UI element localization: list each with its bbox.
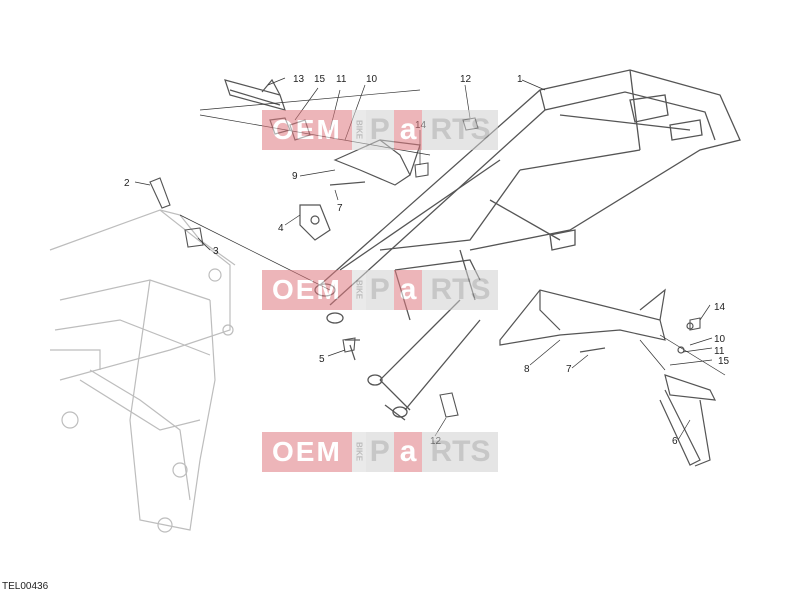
watermark-a: a [393, 270, 423, 310]
callout-11-left: 11 [336, 74, 347, 85]
callout-7-left: 7 [337, 203, 343, 214]
main-frame-faint [49, 209, 236, 533]
watermark-top: OEM BIKE P a RTS [262, 110, 499, 150]
watermark-bike: BIKE [351, 432, 366, 472]
watermark-p: P [365, 110, 394, 150]
callout-15-right: 15 [718, 356, 730, 367]
callout-3: 3 [213, 246, 219, 257]
watermark-p: P [365, 432, 394, 472]
watermark-oem: OEM [262, 110, 352, 150]
watermark-p: P [365, 270, 394, 310]
callout-13: 13 [293, 74, 305, 85]
callout-15-left: 15 [314, 74, 326, 85]
watermark-middle: OEM BIKE P a RTS [262, 270, 499, 310]
callout-5: 5 [319, 354, 325, 365]
watermark-bike: BIKE [351, 270, 366, 310]
callout-4: 4 [278, 223, 284, 234]
watermark-oem: OEM [262, 432, 352, 472]
callout-10-left: 10 [366, 74, 378, 85]
watermark-bike: BIKE [351, 110, 366, 150]
callout-9: 9 [292, 171, 298, 182]
callout-11-right: 11 [714, 346, 725, 357]
watermark-bottom: OEM BIKE P a RTS [262, 432, 499, 472]
reference-code: TEL00436 [2, 581, 49, 592]
callout-2: 2 [124, 178, 130, 189]
callout-6: 6 [672, 436, 678, 447]
rear-subframe [314, 69, 741, 421]
watermark-rts: RTS [422, 110, 499, 150]
fasteners [149, 117, 701, 418]
right-footpeg-assembly [499, 288, 717, 467]
watermark-rts: RTS [422, 270, 499, 310]
callout-7-right: 7 [566, 364, 572, 375]
callout-8: 8 [524, 364, 530, 375]
callout-14-right: 14 [714, 302, 726, 313]
callout-12-top: 12 [460, 74, 472, 85]
watermark-rts: RTS [422, 432, 499, 472]
callout-10-right: 10 [714, 334, 726, 345]
watermark-a: a [393, 110, 423, 150]
watermark-a: a [393, 432, 423, 472]
watermark-oem: OEM [262, 270, 352, 310]
callout-1: 1 [517, 74, 523, 85]
